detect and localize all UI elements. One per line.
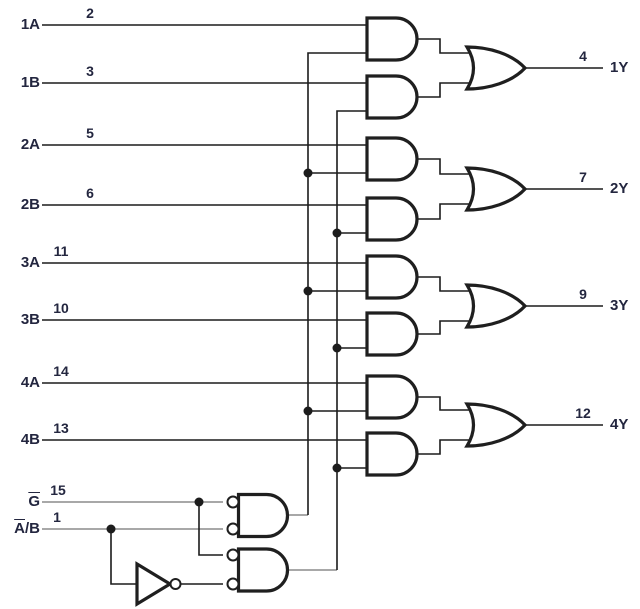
and-gate-2a: [365, 136, 419, 182]
wire-and4b-to-or4: [417, 439, 471, 455]
input-label-select-ab: A/B: [2, 519, 40, 539]
and-gate-3b: [365, 311, 419, 357]
and-gate-4b: [365, 431, 419, 477]
inverter-triangle: [135, 561, 174, 607]
pin-number-3b: 10: [53, 300, 69, 316]
and-gate-1b: [365, 74, 419, 120]
inverting-input-bubble: [226, 495, 240, 509]
wire-and1b-to-or1: [417, 82, 471, 98]
data-and-gates: [365, 16, 419, 477]
select-a-and-gate: [236, 492, 290, 539]
input-label-2b: 2B: [20, 196, 40, 213]
wire-and3a-to-or3: [417, 276, 471, 292]
select-inverter: [135, 561, 182, 607]
overlined-a: A: [14, 520, 25, 537]
pin-number-1a: 2: [86, 5, 94, 21]
pin-number-3a: 11: [53, 243, 69, 259]
and-gate-2b: [365, 196, 419, 242]
input-label-1a: 1A: [20, 16, 40, 33]
junction-dot: [332, 463, 342, 473]
wire-and2b-to-or2: [417, 203, 471, 220]
signal-wires: [42, 24, 603, 585]
inverter-output-bubble: [169, 578, 182, 590]
pin-number-4y: 12: [575, 405, 591, 421]
pin-number-2y: 7: [579, 169, 587, 185]
control-gates: [236, 492, 290, 593]
and-gate-4a: [365, 374, 419, 420]
input-label-1b: 1B: [20, 74, 40, 91]
or-gate-4y: [464, 402, 528, 448]
wire-select-a-bus: [307, 52, 367, 515]
junction-dot: [332, 228, 342, 238]
input-label-3b: 3B: [20, 311, 40, 328]
output-label-1y: 1Y: [610, 59, 629, 76]
select-b-and-gate: [236, 547, 290, 593]
output-label-4y: 4Y: [610, 416, 629, 433]
pin-number-strobe-g: 15: [50, 482, 66, 498]
or-gates: [464, 45, 528, 448]
control-input-wires: [42, 501, 337, 571]
or-gate-3y: [464, 283, 528, 329]
input-label-4a: 4A: [20, 374, 40, 391]
inverting-bubbles: [226, 495, 240, 591]
output-label-3y: 3Y: [610, 297, 629, 314]
wire-strobe-to-select-b-gate: [198, 502, 223, 556]
pin-number-1y: 4: [579, 48, 587, 64]
junction-dot: [303, 286, 313, 296]
junction-dot: [303, 168, 313, 178]
or-gate-2y: [464, 166, 528, 212]
input-label-strobe-g: G: [2, 492, 40, 512]
overlined-g: G: [28, 493, 40, 510]
pin-number-2a: 5: [86, 125, 94, 141]
pin-number-2b: 6: [86, 185, 94, 201]
and-gate-1a: [365, 16, 419, 62]
junction-dot: [303, 406, 313, 416]
wire-and3b-to-or3: [417, 320, 471, 335]
wire-and1a-to-or1: [417, 38, 471, 54]
pin-number-3y: 9: [579, 286, 587, 302]
inverting-input-bubble: [226, 548, 240, 562]
and-gate-3a: [365, 254, 419, 300]
pin-number-1b: 3: [86, 63, 94, 79]
wire-and2a-to-or2: [417, 158, 471, 175]
junction-dot: [194, 497, 204, 507]
output-label-2y: 2Y: [610, 180, 629, 197]
input-label-2a: 2A: [20, 136, 40, 153]
input-label-4b: 4B: [20, 431, 40, 448]
or-gate-1y: [464, 45, 528, 91]
wire-select-b-bus: [336, 110, 367, 570]
input-label-3a: 3A: [20, 254, 40, 271]
junction-dot: [332, 343, 342, 353]
junction-dot: [106, 524, 116, 534]
junction-dots: [106, 168, 342, 534]
select-label-rest: /B: [25, 520, 40, 537]
wire-and4a-to-or4: [417, 396, 471, 411]
wire-select-to-inverter: [110, 529, 137, 585]
pin-number-select-ab: 1: [53, 509, 61, 525]
pin-number-4b: 13: [53, 420, 69, 436]
pin-number-4a: 14: [53, 363, 69, 379]
inverting-input-bubble: [226, 522, 240, 536]
inverting-input-bubble: [226, 577, 240, 591]
